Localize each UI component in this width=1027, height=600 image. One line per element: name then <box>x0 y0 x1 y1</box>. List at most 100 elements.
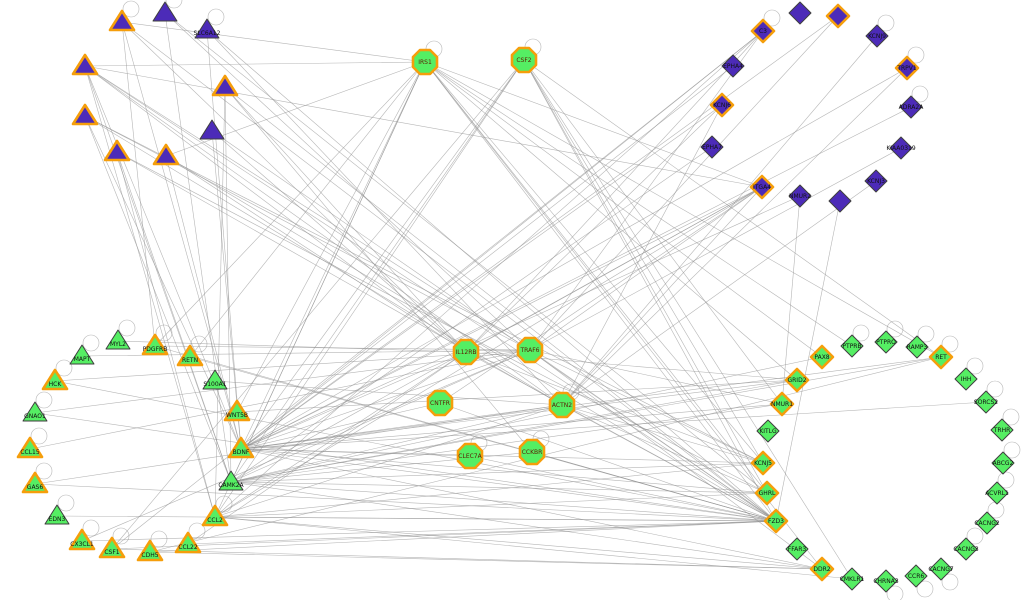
edge[interactable] <box>111 59 525 550</box>
self-loop-edge[interactable] <box>150 530 168 548</box>
edge[interactable] <box>84 65 777 522</box>
node-CACNG7[interactable]: CACNG7 <box>928 557 954 581</box>
edge[interactable] <box>230 404 563 483</box>
node-C3[interactable]: C3 <box>750 18 776 44</box>
edge[interactable] <box>439 186 763 404</box>
edge[interactable] <box>240 402 441 450</box>
node-CCL2[interactable]: CCL2 <box>201 504 229 527</box>
edge[interactable] <box>424 61 823 358</box>
edge[interactable] <box>523 59 777 522</box>
edge[interactable] <box>34 483 777 522</box>
node-pd13[interactable] <box>828 189 852 213</box>
node-CCKBR[interactable]: CCKBR <box>518 438 546 466</box>
self-loop-edge[interactable] <box>941 573 959 591</box>
edge[interactable] <box>230 356 823 483</box>
edge[interactable] <box>230 146 713 483</box>
edge[interactable] <box>121 21 777 522</box>
edge[interactable] <box>154 61 426 347</box>
self-loop-edge[interactable] <box>877 14 895 32</box>
edge[interactable] <box>84 61 426 67</box>
edge[interactable] <box>240 104 723 450</box>
edge[interactable] <box>121 21 156 347</box>
node-CLEC7A[interactable]: CLEC7A <box>456 442 484 470</box>
edge[interactable] <box>81 349 531 542</box>
node-pt6[interactable] <box>71 103 99 126</box>
node-TRHR[interactable]: TRHR <box>990 418 1014 442</box>
node-pt4[interactable] <box>71 53 99 76</box>
edge[interactable] <box>240 379 798 450</box>
self-loop-edge[interactable] <box>35 391 53 409</box>
edge[interactable] <box>164 12 768 494</box>
edge[interactable] <box>240 356 942 450</box>
edge[interactable] <box>214 59 525 518</box>
node-GHRL[interactable]: GHRL <box>754 480 780 506</box>
edge[interactable] <box>165 155 467 353</box>
edge[interactable] <box>561 180 877 406</box>
node-CMKLR1[interactable]: CMKLR1 <box>840 567 865 591</box>
edge[interactable] <box>165 155 777 522</box>
self-loop-edge[interactable] <box>917 325 935 343</box>
edge[interactable] <box>84 65 531 351</box>
edge[interactable] <box>214 61 426 518</box>
edge[interactable] <box>206 29 563 406</box>
edge[interactable] <box>211 130 242 450</box>
edge[interactable] <box>230 379 798 483</box>
node-EPHA7[interactable]: EPHA7 <box>700 135 724 159</box>
edge[interactable] <box>240 30 764 450</box>
edge[interactable] <box>529 349 764 464</box>
edge[interactable] <box>111 520 777 550</box>
edge[interactable] <box>117 340 467 353</box>
edge[interactable] <box>230 349 531 483</box>
edge[interactable] <box>54 349 531 382</box>
edge[interactable] <box>84 115 764 464</box>
edge[interactable] <box>214 86 226 518</box>
node-pd3[interactable] <box>825 3 851 29</box>
edge[interactable] <box>164 12 531 351</box>
edge[interactable] <box>230 59 525 483</box>
edge[interactable] <box>121 21 426 63</box>
self-loop-edge[interactable] <box>763 9 781 27</box>
node-MAPT[interactable]: MAPT <box>69 344 95 365</box>
node-ACTN2[interactable]: ACTN2 <box>548 391 576 419</box>
edge[interactable] <box>165 61 426 157</box>
edge[interactable] <box>187 520 777 545</box>
edge[interactable] <box>54 380 777 522</box>
node-ADRA2A[interactable]: ADRA2A <box>899 95 925 119</box>
self-loop-edge[interactable] <box>852 324 870 342</box>
edge[interactable] <box>236 379 798 413</box>
node-SORCS2[interactable]: SORCS2 <box>974 390 998 414</box>
edge[interactable] <box>84 65 232 483</box>
self-loop-edge[interactable] <box>907 46 925 64</box>
node-pt1[interactable] <box>108 9 136 32</box>
node-IRS1[interactable]: IRS1 <box>411 48 439 76</box>
node-CNTFR[interactable]: CNTFR <box>426 389 454 417</box>
node-PTPRB[interactable]: PTPRB <box>840 334 864 358</box>
node-CCR6[interactable]: CCR6 <box>904 564 928 588</box>
edge[interactable] <box>561 104 723 406</box>
self-loop-edge[interactable] <box>916 580 934 598</box>
edge[interactable] <box>230 356 942 483</box>
edge[interactable] <box>529 15 839 351</box>
edge[interactable] <box>121 21 467 353</box>
node-PAX8[interactable]: PAX8 <box>809 344 835 370</box>
node-GRID2[interactable]: GRID2 <box>784 367 810 393</box>
node-CSF1[interactable]: CSF1 <box>98 536 126 559</box>
self-loop-edge[interactable] <box>1003 441 1021 459</box>
edge[interactable] <box>116 151 768 494</box>
self-loop-edge[interactable] <box>165 0 183 9</box>
edge[interactable] <box>189 356 777 522</box>
edge[interactable] <box>523 59 768 494</box>
edge[interactable] <box>529 186 763 351</box>
node-RAMP3[interactable]: RAMP3 <box>905 335 929 359</box>
node-EDN3[interactable]: EDN3 <box>44 504 70 525</box>
edge[interactable] <box>561 404 764 464</box>
edge[interactable] <box>214 462 764 518</box>
self-loop-edge[interactable] <box>997 471 1015 489</box>
edge[interactable] <box>214 516 823 570</box>
edge[interactable] <box>84 115 232 483</box>
self-loop-edge[interactable] <box>122 0 140 18</box>
node-pt8[interactable] <box>103 139 131 162</box>
self-loop-edge[interactable] <box>1002 408 1020 426</box>
edge[interactable] <box>149 356 942 553</box>
self-loop-edge[interactable] <box>118 319 136 337</box>
